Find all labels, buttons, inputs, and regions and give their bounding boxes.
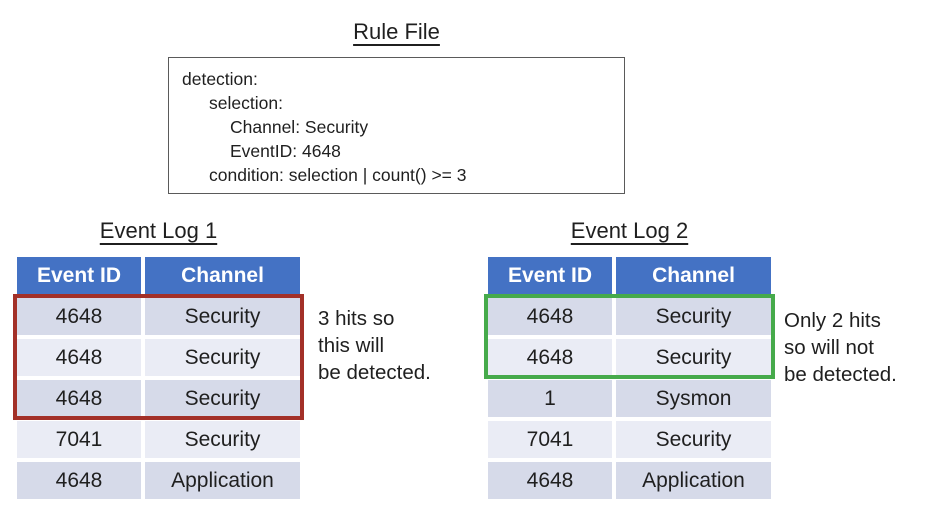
- event-log-2-table: Event ID Channel 4648 Security 4648 Secu…: [484, 257, 775, 499]
- event-log-1-title: Event Log 1: [99, 218, 218, 243]
- event-log-2-section: Event Log 2 Event ID Channel 4648 Securi…: [484, 218, 775, 499]
- table-cell: Application: [616, 462, 771, 499]
- header-cell-event-id: Event ID: [17, 257, 141, 294]
- rule-file-title: Rule File: [353, 19, 440, 44]
- note-line: be detected.: [318, 361, 431, 384]
- table-cell: Security: [145, 380, 300, 417]
- table-cell: Sysmon: [616, 380, 771, 417]
- table-cell: 4648: [488, 339, 612, 376]
- table-cell: Security: [145, 421, 300, 458]
- rule-file-box: detection: selection: Channel: Security …: [168, 57, 625, 194]
- table-cell: Security: [145, 339, 300, 376]
- table-cell: Security: [616, 339, 771, 376]
- table-cell: 4648: [17, 462, 141, 499]
- header-cell-channel: Channel: [145, 257, 300, 294]
- table-cell: Security: [616, 421, 771, 458]
- note-not-detected: Only 2 hits so will not be detected.: [784, 307, 897, 388]
- table-cell: Security: [145, 298, 300, 335]
- table-cell: Application: [145, 462, 300, 499]
- table-cell: 4648: [17, 339, 141, 376]
- note-line: be detected.: [784, 363, 897, 386]
- event-log-1-table: Event ID Channel 4648 Security 4648 Secu…: [13, 257, 304, 499]
- header-cell-channel: Channel: [616, 257, 771, 294]
- note-line: 3 hits so: [318, 307, 395, 330]
- rule-line-channel: Channel: Security: [230, 117, 369, 137]
- table-cell: 4648: [17, 298, 141, 335]
- rule-line-condition: condition: selection | count() >= 3: [209, 165, 467, 185]
- rule-line-eventid: EventID: 4648: [230, 141, 341, 161]
- note-line: Only 2 hits: [784, 309, 881, 332]
- note-detected: 3 hits so this will be detected.: [318, 305, 431, 386]
- table-cell: 7041: [17, 421, 141, 458]
- table-cell: 4648: [488, 298, 612, 335]
- rule-file-section: Rule File detection: selection: Channel:…: [168, 19, 625, 194]
- note-line: so will not: [784, 336, 875, 359]
- table-cell: 7041: [488, 421, 612, 458]
- event-log-2-title: Event Log 2: [570, 218, 689, 243]
- rule-line-selection: selection:: [209, 93, 283, 113]
- note-line: this will: [318, 334, 385, 357]
- event-log-1-section: Event Log 1 Event ID Channel 4648 Securi…: [13, 218, 304, 499]
- header-cell-event-id: Event ID: [488, 257, 612, 294]
- table-cell: 1: [488, 380, 612, 417]
- table-cell: 4648: [17, 380, 141, 417]
- rule-line-detection: detection:: [182, 69, 258, 89]
- table-cell: Security: [616, 298, 771, 335]
- table-cell: 4648: [488, 462, 612, 499]
